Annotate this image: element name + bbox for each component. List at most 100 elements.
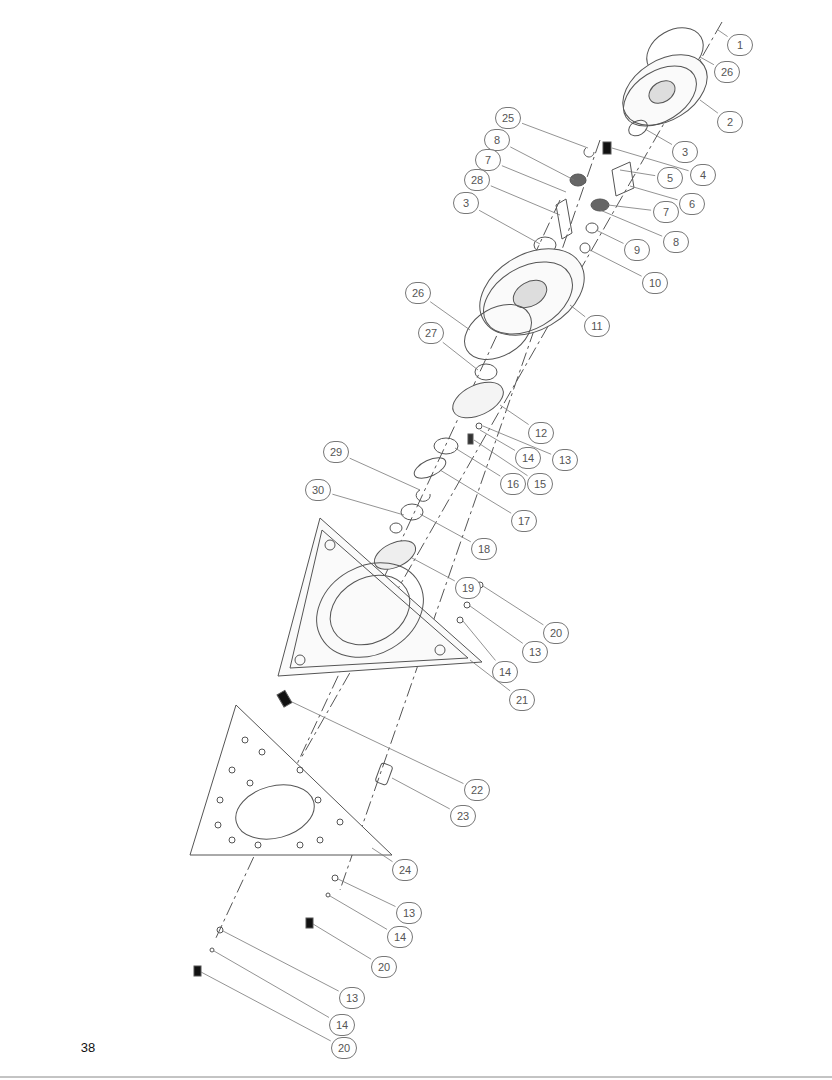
housing: [465, 231, 600, 353]
leader-line: [570, 305, 585, 317]
callout-number: 22: [464, 779, 490, 801]
leader-line: [420, 514, 471, 542]
washer: [475, 364, 497, 380]
leader-line: [372, 848, 393, 862]
callout-number: 14: [515, 447, 541, 469]
callout-number: 13: [339, 987, 365, 1009]
leader-line: [443, 342, 478, 370]
leader-line: [463, 621, 495, 660]
callout-number: 11: [584, 315, 610, 337]
leader-line: [645, 129, 672, 145]
callout-number: 17: [511, 510, 537, 532]
ring: [390, 523, 402, 533]
washer: [210, 948, 214, 952]
callout-number: 20: [543, 622, 569, 644]
clip: [584, 148, 594, 157]
callout-number: 9: [624, 239, 650, 261]
screw: [603, 142, 611, 154]
callout-number: 6: [679, 193, 705, 215]
center-axis: [340, 140, 600, 890]
callout-number: 10: [642, 272, 668, 294]
housing: [610, 40, 720, 140]
page-rule: [0, 1077, 832, 1078]
sanding-pad: [190, 705, 392, 855]
leader-line: [338, 879, 395, 907]
plate: [447, 375, 509, 425]
leader-line: [510, 147, 574, 180]
callout-number: 25: [495, 107, 521, 129]
shaft: [612, 162, 634, 196]
leader-line: [455, 448, 500, 476]
washer: [457, 617, 463, 623]
leader-line: [332, 494, 404, 515]
leader-line: [201, 972, 331, 1041]
leader-line: [608, 205, 651, 210]
leader-line: [700, 100, 718, 113]
o-ring: [455, 293, 541, 371]
leader-line: [330, 896, 387, 929]
callout-number: 4: [690, 164, 716, 186]
callout-number: 29: [323, 441, 349, 463]
washer: [326, 893, 330, 897]
callout-number: 13: [522, 641, 548, 663]
washer: [476, 423, 482, 429]
leader-line: [313, 924, 371, 959]
callout-number: 8: [663, 231, 689, 253]
callout-number: 28: [464, 169, 490, 191]
screw: [277, 690, 292, 707]
bearing: [591, 199, 609, 211]
callout-number: 2: [717, 111, 743, 133]
washer: [401, 504, 423, 520]
leader-line: [223, 931, 339, 991]
bearing: [626, 117, 650, 139]
washer: [332, 875, 338, 881]
callout-number: 13: [552, 449, 578, 471]
callout-number: 14: [329, 1014, 355, 1036]
gasket: [411, 454, 449, 483]
callout-number: 13: [396, 902, 422, 924]
leader-line: [491, 186, 560, 215]
callout-number: 30: [305, 479, 331, 501]
callout-number: 5: [657, 167, 683, 189]
leader-line: [718, 30, 728, 37]
screw: [194, 966, 201, 976]
leader-line: [700, 57, 714, 65]
callout-number: 18: [471, 538, 497, 560]
shaft: [556, 199, 572, 239]
callout-number: 12: [528, 422, 554, 444]
leader-line: [522, 123, 588, 148]
nut: [580, 243, 590, 253]
leader-line: [440, 470, 511, 513]
leader-line: [620, 170, 655, 176]
sleeve: [375, 763, 393, 786]
base-plate: [278, 518, 482, 676]
callout-number: 23: [450, 805, 476, 827]
callout-number: 26: [714, 61, 740, 83]
page-number: 38: [81, 1040, 95, 1056]
leader-line: [470, 606, 523, 643]
callout-number: 14: [387, 926, 413, 948]
leader-line: [412, 558, 455, 581]
bearing: [570, 174, 586, 186]
callout-number: 7: [653, 201, 679, 223]
clip: [416, 490, 430, 501]
callout-number: 3: [453, 192, 479, 214]
leader-line: [483, 586, 543, 625]
callout-number: 15: [527, 473, 553, 495]
callout-number: 16: [500, 473, 526, 495]
callout-number: 3: [672, 141, 698, 163]
callout-number: 14: [492, 661, 518, 683]
callout-number: 21: [509, 689, 535, 711]
leader-line: [502, 166, 566, 192]
callout-number: 8: [484, 129, 510, 151]
leader-line: [500, 405, 529, 425]
disc: [434, 438, 458, 454]
callout-number: 20: [371, 956, 397, 978]
washer: [464, 602, 470, 608]
leader-line: [350, 458, 420, 490]
callout-number: 27: [418, 322, 444, 344]
leader-line: [392, 778, 450, 809]
leader-line: [292, 702, 463, 784]
leader-line: [479, 210, 540, 244]
